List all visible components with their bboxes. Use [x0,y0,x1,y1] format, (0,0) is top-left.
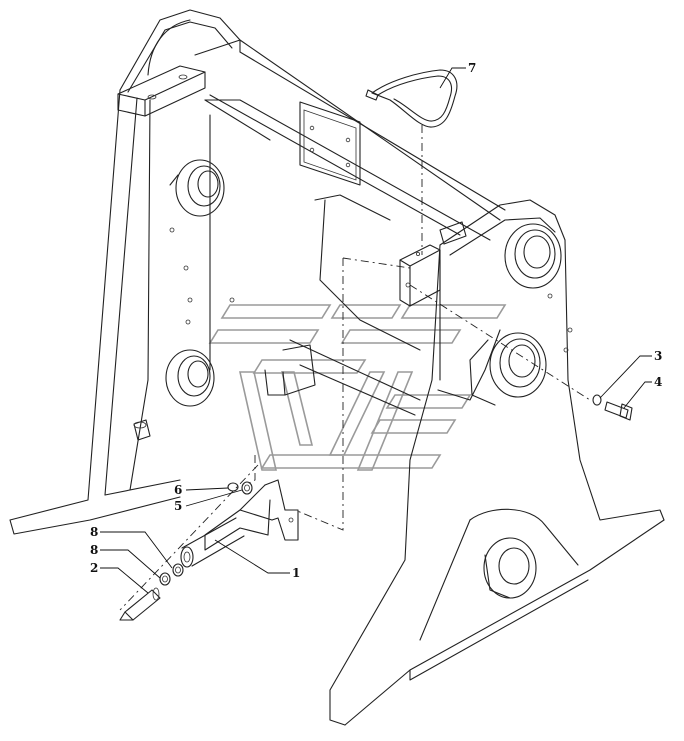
callout-5: 5 [174,499,182,513]
leader-lines [100,67,652,594]
callout-1: 1 [292,566,300,580]
callout-3: 3 [654,349,662,363]
callout-2: 2 [90,561,98,575]
cross-beam [194,39,506,416]
part-1-pin-bracket [180,479,299,568]
part-7-cable-loop [365,69,458,128]
callout-6: 6 [174,483,182,497]
callout-8-upper: 8 [90,525,98,539]
bolt-and-washer [592,394,633,421]
small-hardware [159,481,253,586]
assembly-lines [119,125,591,611]
right-upright [329,199,665,726]
callout-8-lower: 8 [90,543,98,557]
beam-bracket [399,221,467,307]
left-upright [9,9,316,535]
watermark-logo [208,304,507,471]
part-2-pin [119,587,161,621]
callout-7: 7 [468,61,476,75]
callout-labels: 7 3 4 6 5 8 8 2 1 [90,61,662,580]
callout-4: 4 [654,375,662,389]
